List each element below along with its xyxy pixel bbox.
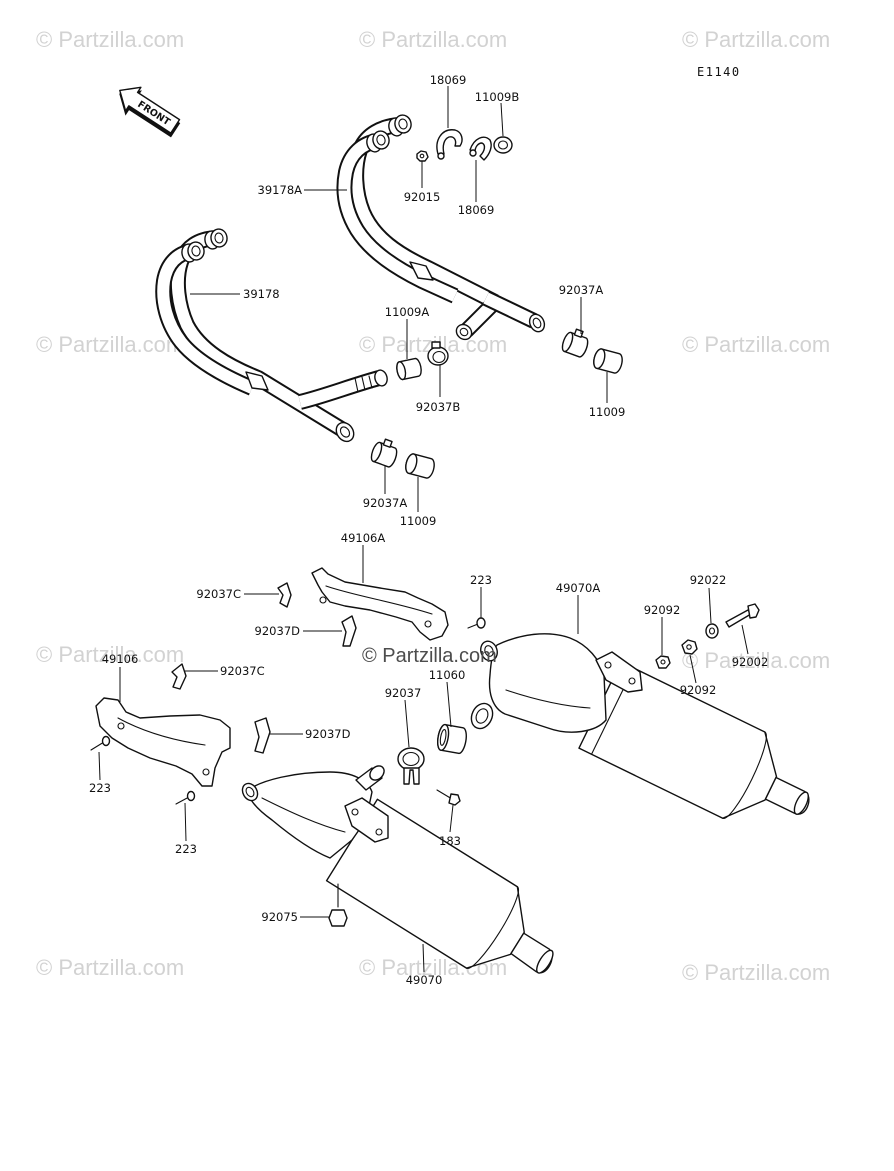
leader-line <box>422 943 425 973</box>
leader-line <box>708 587 712 624</box>
clamp-92037a-upper <box>561 328 589 358</box>
clip-92037d-lower <box>254 717 271 754</box>
sleeve-11009-lower <box>405 453 435 479</box>
part-label-92075: 92075 <box>261 910 298 924</box>
part-label-49070a: 49070A <box>556 581 601 595</box>
clip-92037c-lower <box>171 663 187 690</box>
watermark: © Partzilla.com <box>36 332 184 357</box>
part-label-92002: 92002 <box>732 655 769 669</box>
part-label-11060: 11060 <box>429 668 466 682</box>
bolt-223-lower <box>175 790 196 805</box>
part-label-92037: 92037 <box>385 686 422 700</box>
part-label-11009: 11009 <box>400 514 437 528</box>
clip-92037d-upper <box>341 615 357 647</box>
part-label-92037a: 92037A <box>363 496 408 510</box>
part-label-223: 223 <box>470 573 492 587</box>
leader-line <box>449 804 454 833</box>
watermark: © Partzilla.com <box>682 648 830 673</box>
watermark: © Partzilla.com <box>36 642 184 667</box>
part-label-49106: 49106 <box>102 652 139 666</box>
nut-92092-lower <box>681 639 698 655</box>
part-labels: 18069 11009B 39178A 92015 18069 39178 92… <box>89 73 768 987</box>
watermark: © Partzilla.com <box>682 27 830 52</box>
part-label-11009a: 11009A <box>385 305 430 319</box>
exhaust-pipe-39178 <box>155 228 388 443</box>
part-label-92022: 92022 <box>690 573 727 587</box>
leader-line <box>184 802 187 842</box>
exhaust-pipe-39178a <box>336 114 546 341</box>
muffler-49070a <box>470 633 810 819</box>
part-label-18069: 18069 <box>458 203 495 217</box>
part-label-49106a: 49106A <box>341 531 386 545</box>
muffler-49070 <box>241 765 554 974</box>
sleeve-11009a <box>396 357 422 381</box>
heat-shield-49106 <box>95 697 231 787</box>
leader-lines <box>98 86 749 973</box>
grommet-92075 <box>328 883 348 927</box>
bolt-223-upper <box>467 617 486 629</box>
clamp-92037b <box>427 341 449 366</box>
part-label-39178a: 39178A <box>258 183 303 197</box>
part-label-18069: 18069 <box>430 73 467 87</box>
part-label-92037b: 92037B <box>416 400 461 414</box>
clamp-half-18069-upper <box>436 129 463 160</box>
clamp-half-18069-lower <box>469 136 492 161</box>
bolt-92002 <box>725 603 760 628</box>
part-label-92037c: 92037C <box>220 664 265 678</box>
washer-92022 <box>705 623 719 639</box>
leader-line <box>741 624 749 655</box>
clip-92037c-upper <box>277 582 292 608</box>
part-label-11009: 11009 <box>589 405 626 419</box>
bolt-223-left <box>90 735 111 751</box>
watermark: © Partzilla.com <box>682 960 830 985</box>
ring-11009b <box>493 136 513 154</box>
part-label-49070: 49070 <box>406 973 443 987</box>
part-label-92037a: 92037A <box>559 283 604 297</box>
nut-92015 <box>416 150 429 162</box>
part-label-39178: 39178 <box>243 287 280 301</box>
part-label-183: 183 <box>439 834 461 848</box>
leader-line <box>500 102 504 137</box>
leader-line <box>98 751 101 781</box>
part-label-223: 223 <box>89 781 111 795</box>
leader-line <box>404 699 410 748</box>
watermark: © Partzilla.com <box>36 27 184 52</box>
watermark: © Partzilla.com <box>36 955 184 980</box>
clamp-92037 <box>397 747 425 785</box>
clamp-92037a-lower <box>370 438 398 468</box>
watermark-center: © Partzilla.com <box>362 645 497 667</box>
front-arrow-icon: FRONT <box>119 86 181 138</box>
part-label-92037c: 92037C <box>196 587 241 601</box>
diagram-code: E1140 <box>697 65 741 79</box>
leader-line <box>446 681 452 728</box>
ring-11060 <box>437 723 467 755</box>
bolt-183 <box>436 789 461 806</box>
part-label-223: 223 <box>175 842 197 856</box>
leader-line <box>689 654 697 684</box>
part-label-92037d: 92037D <box>255 624 301 638</box>
part-label-92037d: 92037D <box>305 727 351 741</box>
part-label-92092: 92092 <box>680 683 717 697</box>
watermark: © Partzilla.com <box>359 27 507 52</box>
watermark: © Partzilla.com <box>682 332 830 357</box>
part-label-92015: 92015 <box>404 190 441 204</box>
sleeve-11009-upper <box>593 348 623 374</box>
nut-92092-upper <box>655 655 671 669</box>
part-label-92092: 92092 <box>644 603 681 617</box>
part-label-11009b: 11009B <box>475 90 520 104</box>
heat-shield-49106a <box>311 567 449 641</box>
